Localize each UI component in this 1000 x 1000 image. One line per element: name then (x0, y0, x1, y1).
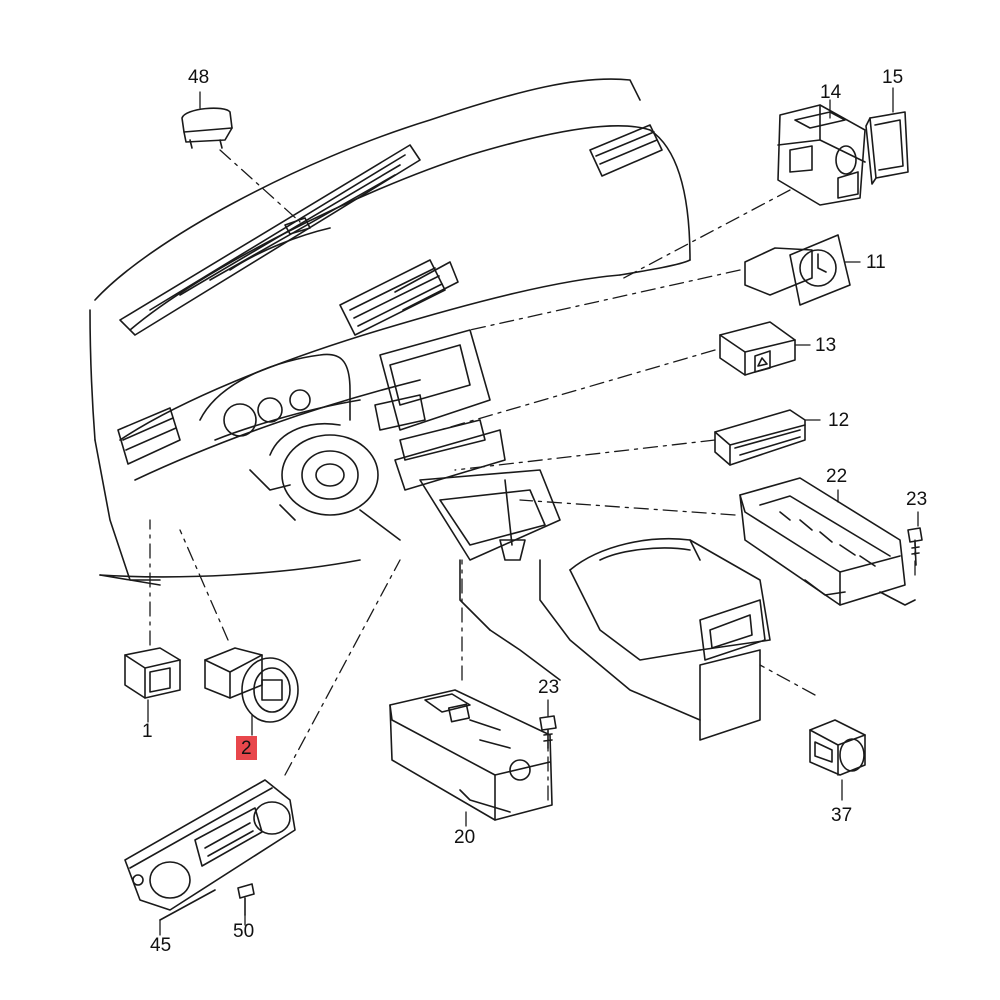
callout-50: 50 (233, 921, 255, 942)
part-2-light-switch (204, 647, 299, 723)
part-48-switch-module (181, 107, 233, 149)
air-vents (117, 124, 663, 465)
part-45-climate-control (124, 779, 296, 921)
callout-15: 15 (882, 67, 904, 88)
callout-13: 13 (815, 335, 837, 356)
callout-12: 12 (828, 410, 850, 431)
part-22-console-switch-module (739, 477, 916, 606)
label-ticks (147, 87, 919, 936)
part-15-blank-cover (865, 111, 909, 185)
part-12-switch-bar (714, 409, 806, 466)
part-50-screw (237, 883, 255, 916)
callout-22: 22 (826, 466, 848, 487)
callout-37: 37 (831, 805, 853, 826)
part-37-rear-rotary-control (809, 719, 866, 776)
dashboard-outline (89, 78, 691, 586)
leader-lines (149, 149, 916, 801)
part-20-center-console-module (389, 689, 553, 821)
callout-2-highlighted: 2 (236, 736, 257, 760)
center-stack (374, 329, 506, 491)
callout-23-right: 23 (906, 489, 928, 510)
callout-45: 45 (150, 935, 172, 956)
callout-20: 20 (454, 827, 476, 848)
callout-14: 14 (820, 82, 842, 103)
part-23-screw-right (907, 527, 923, 566)
center-console (419, 469, 771, 741)
part-13-hazard-switch (719, 321, 796, 376)
part-1-small-switch (124, 647, 181, 699)
callout-23-center: 23 (538, 677, 560, 698)
callout-48: 48 (188, 67, 210, 88)
callout-11: 11 (866, 252, 886, 273)
instrument-cluster (199, 353, 361, 441)
steering-column (249, 423, 401, 541)
floor-lines (99, 559, 561, 681)
callout-1: 1 (142, 721, 153, 742)
part-11-clock (744, 234, 851, 306)
part-14-rotary-switch (777, 104, 866, 206)
